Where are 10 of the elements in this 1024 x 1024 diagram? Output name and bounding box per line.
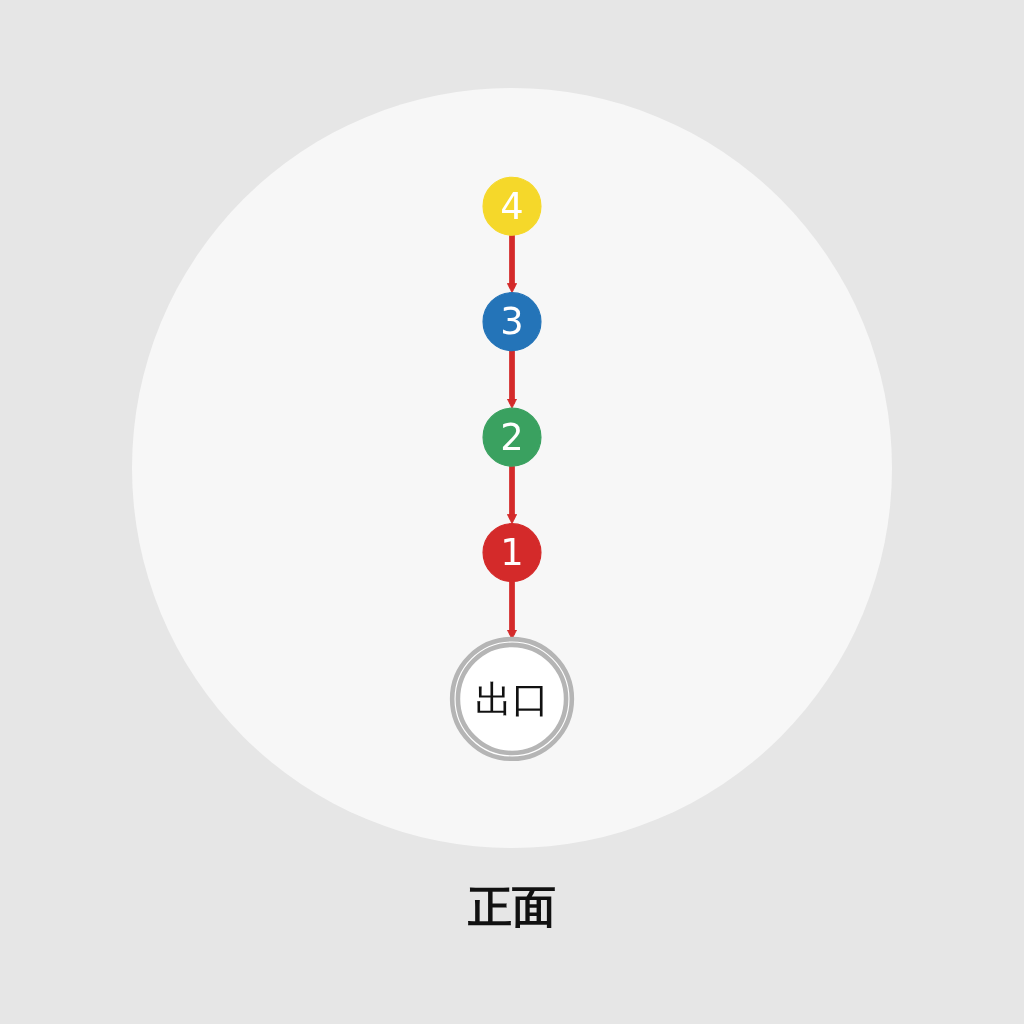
arrow — [506, 350, 518, 409]
arrow — [506, 234, 518, 293]
node-circle — [482, 407, 542, 467]
node-circle — [482, 291, 542, 351]
node-circle — [482, 176, 542, 236]
node-circle — [482, 522, 542, 582]
arrow — [506, 465, 518, 524]
node-circle — [449, 636, 575, 761]
background-disc: 4 出口 3 1 2 — [132, 87, 892, 848]
caption: 正面 — [468, 879, 556, 934]
